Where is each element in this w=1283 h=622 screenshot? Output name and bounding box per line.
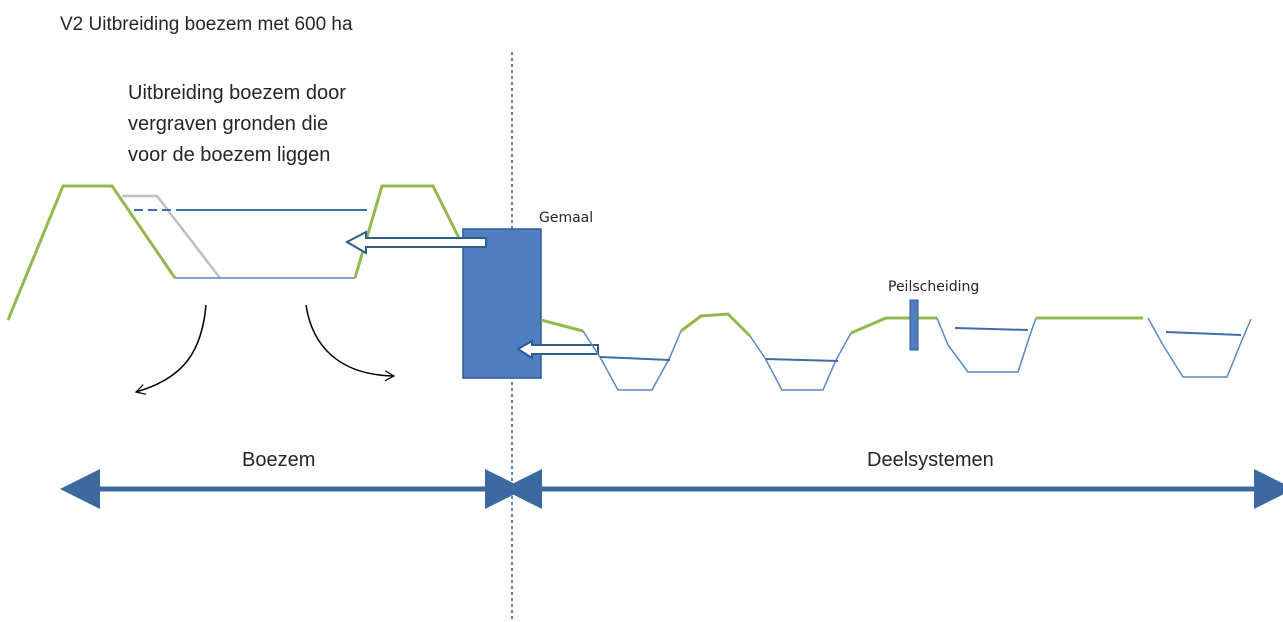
- ditch-2-water: [765, 358, 839, 362]
- boezem-label: Boezem: [242, 449, 316, 471]
- boezem-right-dike: [353, 184, 462, 279]
- curve-arrow-left: [134, 304, 207, 395]
- ditch-1-water: [599, 356, 671, 361]
- boezem-left-dike: [6, 184, 177, 321]
- ditch-4-water: [1165, 331, 1242, 336]
- ditch-3-water: [954, 327, 1029, 331]
- deelsystemen-label: Deelsystemen: [867, 449, 994, 471]
- inflow-arrow-icon: [516, 339, 599, 360]
- gemaal-label: Gemaal: [539, 210, 594, 226]
- note-line-2: vergraven gronden die: [128, 113, 329, 135]
- ditch-1: [582, 330, 682, 391]
- old-slope-line: [122, 194, 221, 279]
- note-line-1: Uitbreiding boezem door: [128, 82, 346, 104]
- deelsysteem-dike-2: [680, 312, 752, 338]
- deelsysteem-dike-3: [850, 316, 937, 335]
- boezem-expansion-note: Uitbreiding boezem door vergraven gronde…: [128, 78, 458, 171]
- curve-arrow-right: [305, 304, 396, 382]
- outflow-arrow-icon: [344, 230, 487, 255]
- ditch-2: [749, 332, 852, 391]
- ditch-3: [936, 317, 1037, 373]
- diagram-title: V2 Uitbreiding boezem met 600 ha: [60, 14, 353, 35]
- deelsysteem-dike-1: [540, 318, 584, 333]
- peilscheiding-label: Peilscheiding: [888, 279, 980, 295]
- ditch-4: [1147, 317, 1252, 378]
- peilscheiding-post: [909, 299, 919, 351]
- note-line-3: voor de boezem liggen: [128, 144, 331, 166]
